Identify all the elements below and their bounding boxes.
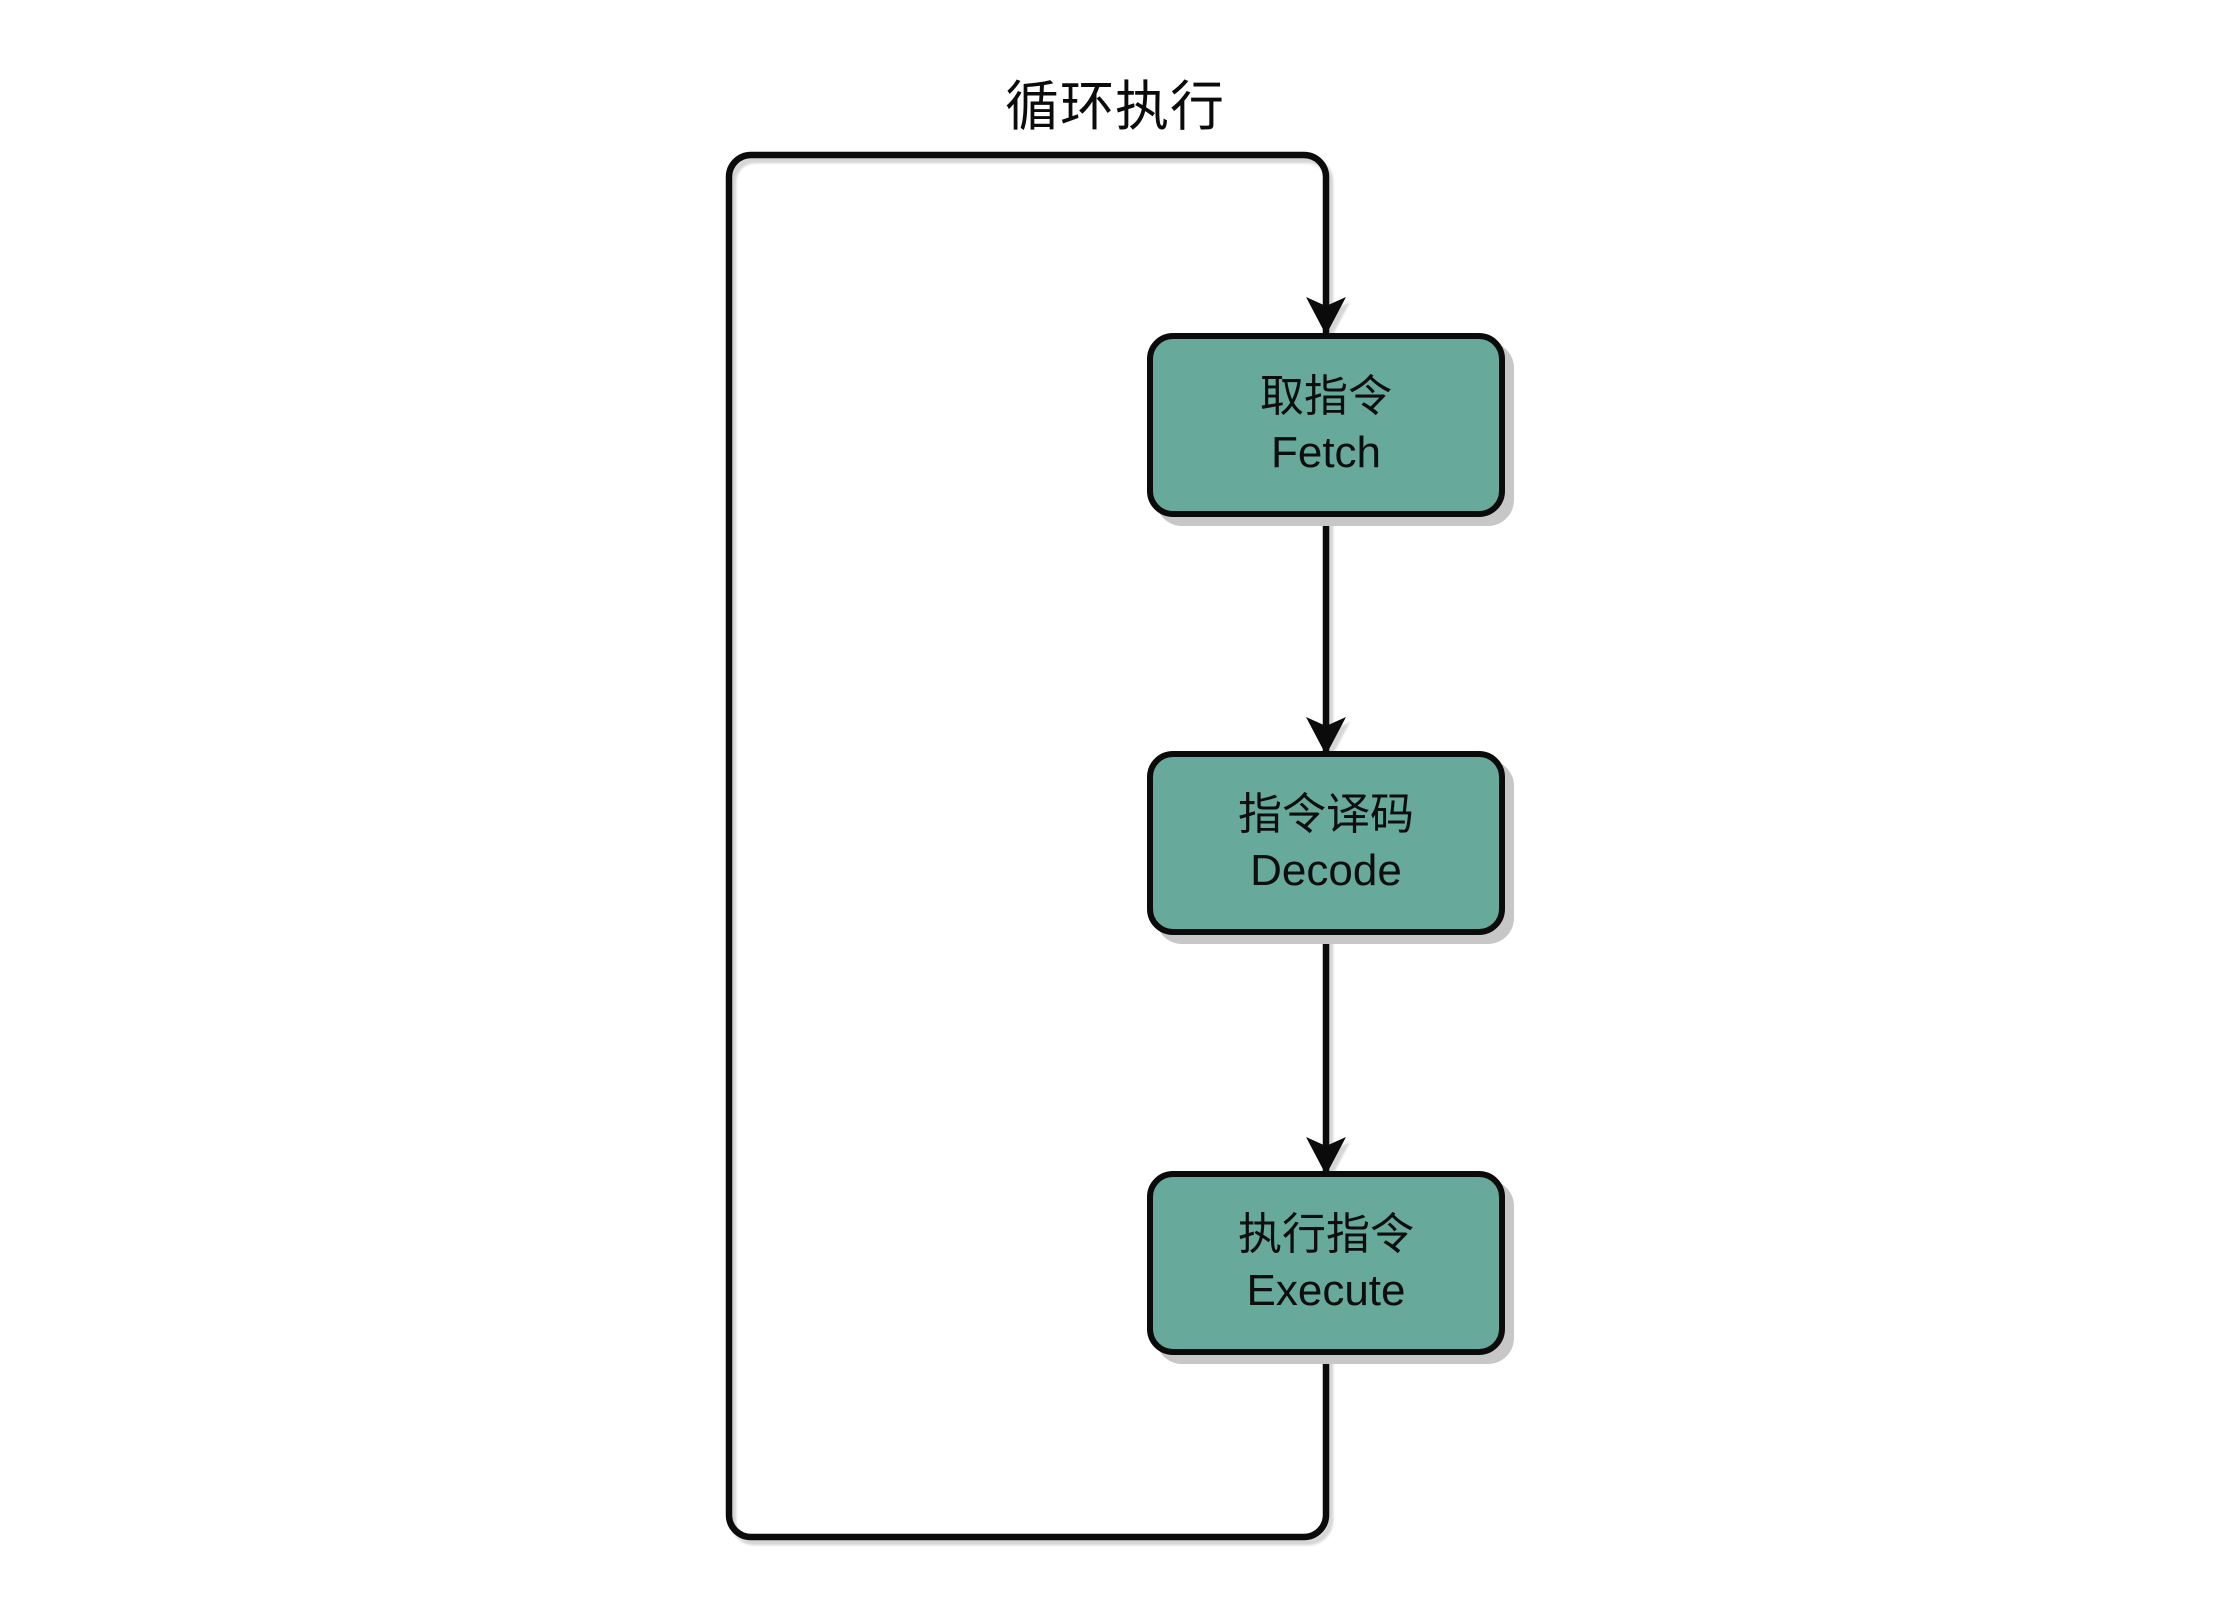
node-execute-label-en: Execute bbox=[1246, 1266, 1406, 1315]
node-fetch-label-en: Fetch bbox=[1270, 428, 1382, 477]
loop-label: 循环执行 bbox=[1005, 77, 1225, 137]
node-execute-label-zh: 执行指令 bbox=[1238, 1209, 1414, 1259]
node-decode-label-zh: 指令译码 bbox=[1238, 789, 1414, 839]
arrowhead-into-decode bbox=[1306, 717, 1346, 755]
node-fetch: 取指令 Fetch bbox=[1147, 333, 1505, 517]
node-fetch-label-zh: 取指令 bbox=[1260, 371, 1392, 421]
arrowhead-into-fetch bbox=[1306, 297, 1346, 335]
arrowhead-into-execute bbox=[1306, 1137, 1346, 1175]
node-decode-label-en: Decode bbox=[1250, 846, 1402, 895]
node-execute: 执行指令 Execute bbox=[1147, 1171, 1505, 1355]
node-decode: 指令译码 Decode bbox=[1147, 751, 1505, 935]
